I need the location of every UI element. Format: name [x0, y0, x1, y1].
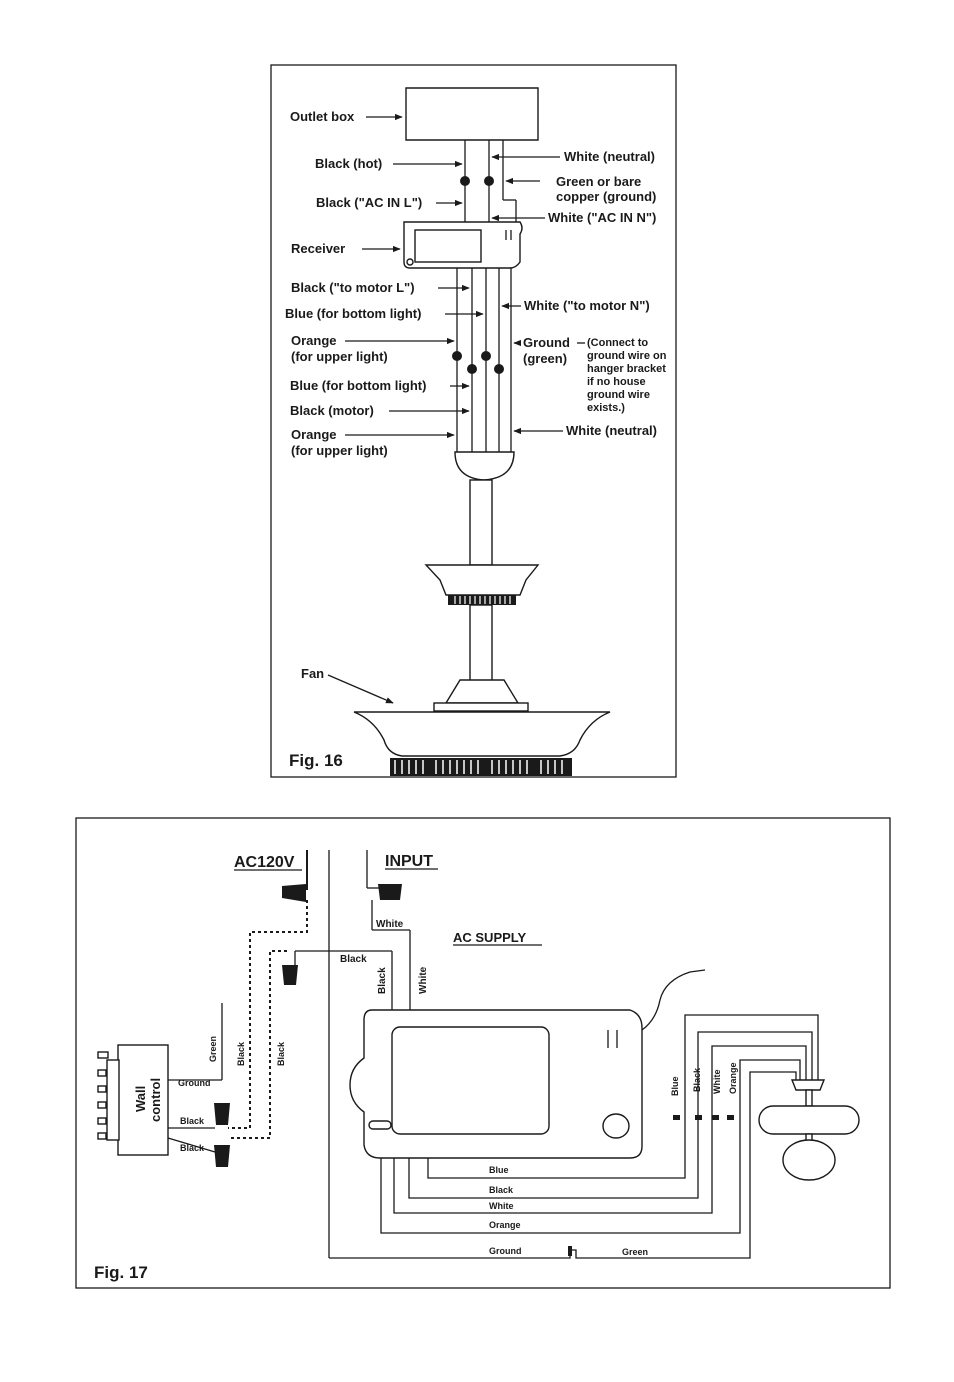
label-ground-note-1: (Connect to: [587, 337, 648, 349]
label-black-in: Black: [340, 954, 367, 965]
label-blue-bottom-1: Blue (for bottom light): [285, 306, 421, 321]
fig17-frame: [75, 817, 891, 1289]
label-black-a: Black: [236, 1041, 246, 1066]
label-ac120v: AC120V: [234, 854, 295, 871]
label-ground-wc: Ground: [178, 1078, 211, 1088]
label-black-ac-in-l: Black ("AC IN L"): [316, 195, 422, 210]
label-ground-h: Ground: [489, 1246, 522, 1256]
orange-wire: [380, 1059, 801, 1234]
fig16-frame: [270, 64, 677, 778]
white-wire: [393, 1045, 807, 1214]
label-white-ac-in-n: White ("AC IN N"): [548, 210, 656, 225]
wire-nut: [378, 884, 402, 900]
label-control: control: [148, 1078, 163, 1122]
fig17-panel: AC120V INPUT AC SUPPLY White Black Black…: [75, 817, 891, 1289]
label-receiver: Receiver: [291, 241, 345, 256]
downrod: [469, 479, 493, 566]
fig16-panel: Outlet box Black (hot) White (neutral) G…: [270, 64, 677, 778]
label-orange-h: Orange: [489, 1220, 521, 1230]
label-ground-note-2: ground wire on: [587, 350, 667, 362]
receiver-unit-large: [349, 1009, 643, 1159]
label-green-ground-1: Green or bare: [556, 174, 641, 189]
label-white-v: White: [712, 1070, 722, 1095]
label-black-motor: Black (motor): [290, 403, 374, 418]
label-ground-green-2: (green): [523, 351, 567, 366]
label-black-wc1: Black: [180, 1116, 205, 1126]
wire-nut-dot: [481, 351, 491, 361]
wire-nut-dot: [460, 176, 470, 186]
wire-nut: [282, 884, 306, 902]
fig17-caption: Fig. 17: [94, 1263, 148, 1282]
label-ground-note-4: if no house: [587, 376, 646, 388]
label-input: INPUT: [385, 853, 433, 870]
label-ground-note-6: exists.): [587, 402, 625, 414]
label-orange-upper-1b: (for upper light): [291, 349, 388, 364]
label-green: Green: [208, 1036, 218, 1062]
motor-housing: [424, 564, 540, 605]
wire-nut: [214, 1103, 230, 1125]
label-black-h: Black: [489, 1185, 514, 1195]
label-white-neutral-top: White (neutral): [564, 149, 655, 164]
label-black-wc2: Black: [180, 1143, 205, 1153]
label-ground-note-5: ground wire: [587, 389, 650, 401]
canopy: [454, 451, 515, 481]
label-green-ground-2: copper (ground): [556, 189, 656, 204]
label-wall: Wall: [133, 1086, 148, 1112]
label-black-b: Black: [276, 1041, 286, 1066]
label-fan: Fan: [301, 666, 324, 681]
label-ground-note-3: hanger bracket: [587, 363, 666, 375]
dashed-black-wire: [228, 900, 308, 1129]
label-black-to-motor-l: Black ("to motor L"): [291, 280, 415, 295]
label-white-neutral-bottom: White (neutral): [566, 423, 657, 438]
antenna: [641, 969, 706, 1031]
label-orange-upper-2a: Orange: [291, 427, 337, 442]
label-white-to-motor-n: White ("to motor N"): [524, 298, 650, 313]
label-blue-bottom-2: Blue (for bottom light): [290, 378, 426, 393]
wire-nut-dot: [494, 364, 504, 374]
outlet-box: [405, 87, 539, 141]
dashed-black-wire: [228, 950, 287, 1139]
fan-body: [353, 679, 611, 776]
label-green-h: Green: [622, 1247, 648, 1257]
lower-rod: [469, 604, 493, 684]
label-outlet-box: Outlet box: [290, 109, 355, 124]
label-black-vert: Black: [377, 967, 388, 994]
label-black-hot: Black (hot): [315, 156, 382, 171]
small-fan: [758, 1079, 860, 1181]
label-white-vert: White: [418, 966, 429, 994]
label-orange-upper-2b: (for upper light): [291, 443, 388, 458]
label-ac-supply: AC SUPPLY: [453, 930, 527, 945]
receiver-unit: [403, 221, 523, 269]
label-white-h: White: [489, 1201, 514, 1211]
wire-nut-dot: [484, 176, 494, 186]
blue-wire: [427, 1014, 819, 1179]
wire-nut: [282, 965, 298, 985]
wire-nut: [214, 1145, 230, 1167]
fig16-caption: Fig. 16: [289, 751, 343, 770]
label-orange-v: Orange: [728, 1062, 738, 1094]
label-ground-green-1: Ground: [523, 335, 570, 350]
label-white-in: White: [376, 919, 404, 930]
wall-control: [97, 1044, 169, 1156]
label-orange-upper-1a: Orange: [291, 333, 337, 348]
wire-nut-dot: [452, 351, 462, 361]
label-blue-h: Blue: [489, 1165, 509, 1175]
label-black-v: Black: [692, 1067, 702, 1092]
label-blue-v: Blue: [670, 1076, 680, 1096]
wire-nut-dot: [467, 364, 477, 374]
